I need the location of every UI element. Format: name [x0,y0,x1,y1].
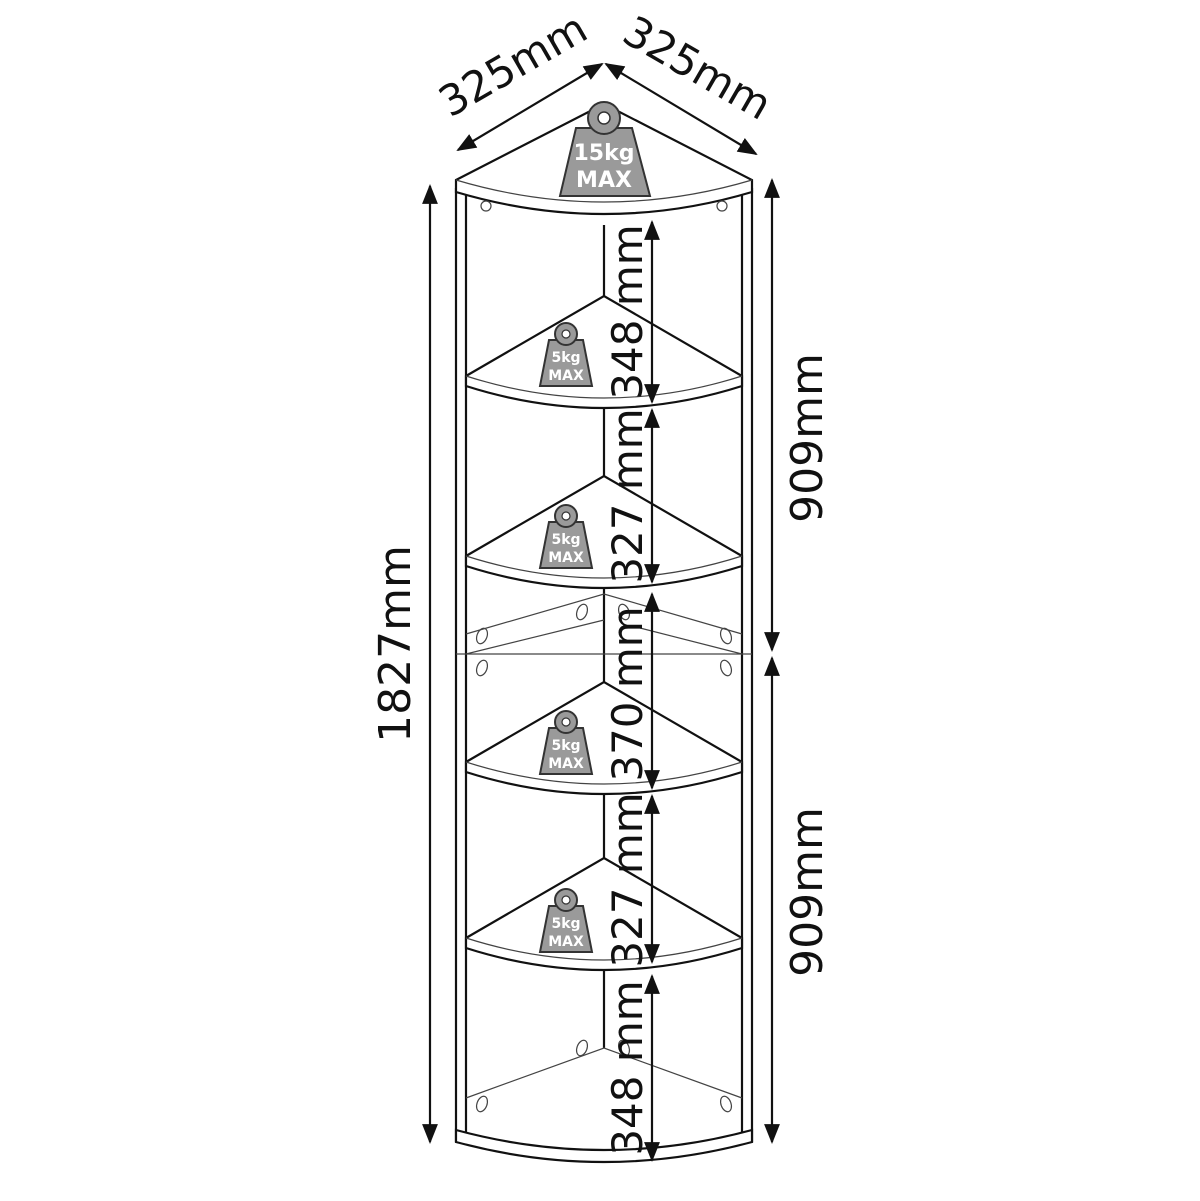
depth-right-label: 325mm [615,6,780,129]
shelf-4 [464,856,744,972]
gap-3-label: 370 mm [603,606,652,781]
weight-icon-shelf-3: 5kg MAX [538,710,594,775]
weight-shelf-1-line1: 5kg [551,350,580,366]
shelf-2 [464,474,744,590]
gap-dimension-2: 327 mm [603,408,660,584]
weight-top-line1: 15kg [574,141,635,166]
gap-dimension-3: 370 mm [603,592,660,790]
weight-shelf-3-line1: 5kg [551,738,580,754]
lower-unit-height-label: 909mm [782,807,833,977]
gap-4-label: 327 mm [603,792,652,967]
total-height-label: 1827mm [370,545,421,743]
bottom-compartment [454,1039,754,1164]
depth-left-label: 325mm [431,3,596,126]
weight-icon-shelf-1: 5kg MAX [538,322,594,387]
weight-shelf-4-line2: MAX [548,934,584,950]
weight-icon-shelf-4: 5kg MAX [538,888,594,953]
gap-5-label: 348 mm [603,980,652,1155]
shelf-1 [464,294,744,410]
shelf-3 [464,680,744,796]
upper-unit-height-label: 909mm [782,353,833,523]
weight-shelf-2-line1: 5kg [551,532,580,548]
gap-dimension-1: 348 mm [603,220,660,404]
gap-dimension-4: 327 mm [603,792,660,968]
weight-icon-top: 15kg MAX [558,101,652,197]
lower-unit-height-dimension: 909mm [764,656,833,1144]
total-height-dimension: 1827mm [370,184,438,1144]
weight-shelf-2-line2: MAX [548,550,584,566]
unit-joint-panels [465,593,743,677]
weight-top-line2: MAX [576,168,632,193]
upper-unit-height-dimension: 909mm [764,178,833,652]
weight-shelf-3-line2: MAX [548,756,584,772]
gap-1-label: 348 mm [603,224,652,399]
weight-shelf-1-line2: MAX [548,368,584,384]
gap-dimension-5: 348 mm [603,974,660,1162]
weight-icon-shelf-2: 5kg MAX [538,504,594,569]
gap-2-label: 327 mm [603,408,652,583]
weight-shelf-4-line1: 5kg [551,916,580,932]
